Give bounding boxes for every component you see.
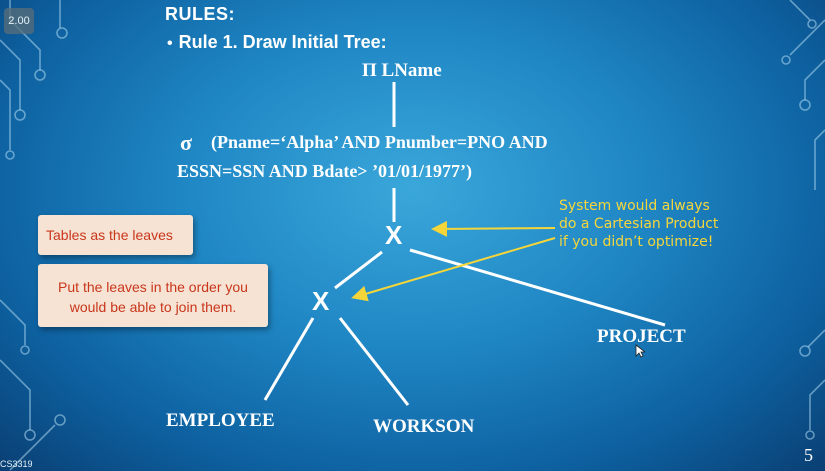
leaf-employee: EMPLOYEE — [166, 410, 275, 431]
selection-condition-line1: (Pname=‘Alpha’ AND Pnumber=PNO AND — [211, 132, 548, 152]
bullet: • — [167, 35, 173, 52]
arrow-to-top-product — [431, 220, 556, 237]
leaf-workson: WORKSON — [373, 416, 475, 437]
edge-product-product — [334, 250, 383, 290]
cartesian-product-top: X — [385, 220, 403, 250]
note-leaf-order-line1: Put the leaves in the order you — [58, 279, 248, 295]
slide-heading: RULES: — [165, 4, 235, 24]
annotation-line3: if you didn’t optimize! — [559, 234, 714, 250]
course-code: CS3319 — [0, 459, 33, 469]
note-leaf-order: Put the leaves in the order you would be… — [38, 264, 268, 327]
edge-product-project — [409, 248, 666, 327]
leaf-project: PROJECT — [597, 326, 686, 347]
mouse-cursor-icon — [635, 344, 645, 358]
selection-symbol: σ — [180, 130, 192, 155]
annotation-line2: do a Cartesian Product — [559, 216, 719, 232]
cartesian-product-lower: X — [312, 286, 330, 316]
slide-number: 5 — [804, 445, 813, 465]
arrow-to-lower-product — [351, 237, 556, 302]
note-leaf-order-line2: would be able to join them. — [69, 299, 237, 315]
annotation-line1: System would always — [559, 198, 710, 214]
cartesian-annotation: System would always do a Cartesian Produ… — [559, 197, 718, 251]
playback-speed-badge[interactable]: 2.00 — [4, 8, 34, 34]
note-tables-leaves: Tables as the leaves — [38, 215, 193, 255]
rule-text: Rule 1. Draw Initial Tree: — [178, 32, 387, 52]
edge-product-workson — [338, 317, 410, 406]
projection-label: Π LName — [362, 60, 442, 81]
selection-condition-line2: ESSN=SSN AND Bdate> ’01/01/1977’) — [177, 161, 473, 181]
rule-title: • Rule 1. Draw Initial Tree: — [167, 32, 387, 53]
edge-product-employee — [263, 317, 315, 401]
